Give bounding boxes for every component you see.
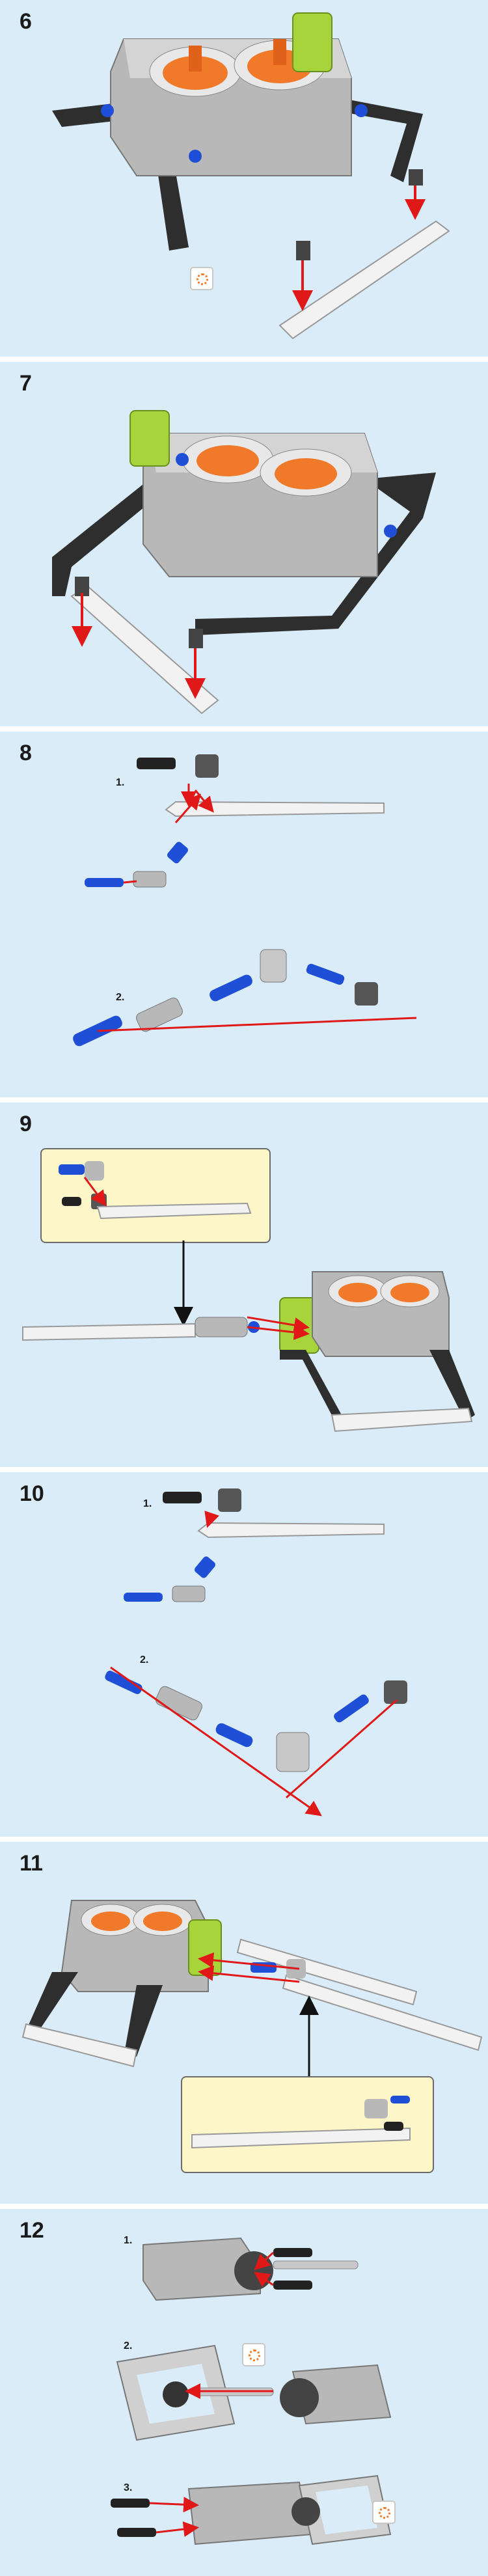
step-12-panel: 12 1. 2. 3. bbox=[0, 2209, 488, 2576]
rotate-icon bbox=[242, 2343, 265, 2366]
step-9-illustration bbox=[22, 1161, 475, 1432]
sub-step-label: 3. bbox=[124, 2482, 133, 2493]
step-number: 9 bbox=[20, 1112, 32, 1136]
sub-step-label: 1. bbox=[116, 777, 125, 788]
sub-step-label: 1. bbox=[124, 2235, 133, 2246]
rotate-icon bbox=[190, 267, 213, 290]
step-8-panel: 8 1. 2. bbox=[0, 732, 488, 1097]
step-number: 6 bbox=[20, 9, 32, 34]
step-11-illustration bbox=[21, 1900, 483, 2149]
step-number: 11 bbox=[20, 1851, 43, 1876]
step-10-panel: 10 1. 2. bbox=[0, 1472, 488, 1837]
step-10-illustration bbox=[105, 1488, 407, 1816]
sub-step-label: 2. bbox=[124, 2340, 133, 2351]
sub-step-label: 2. bbox=[116, 992, 125, 1003]
step-7-illustration bbox=[52, 410, 436, 715]
step-7-panel: 7 bbox=[0, 362, 488, 726]
step-8-illustration bbox=[73, 754, 417, 1047]
step-number: 10 bbox=[20, 1481, 44, 1506]
step-number: 8 bbox=[20, 741, 32, 765]
step-9-panel: 9 bbox=[0, 1103, 488, 1467]
step-6-panel: 6 bbox=[0, 0, 488, 357]
step-6-illustration bbox=[52, 12, 450, 340]
step-number: 12 bbox=[20, 2218, 44, 2243]
step-12-illustration bbox=[111, 2237, 392, 2545]
detail-callout bbox=[40, 1148, 271, 1243]
sub-step-label: 2. bbox=[140, 1654, 149, 1665]
step-11-panel: 11 bbox=[0, 1842, 488, 2204]
sub-step-label: 1. bbox=[143, 1498, 152, 1509]
rotate-icon bbox=[372, 2501, 396, 2524]
step-number: 7 bbox=[20, 371, 32, 396]
